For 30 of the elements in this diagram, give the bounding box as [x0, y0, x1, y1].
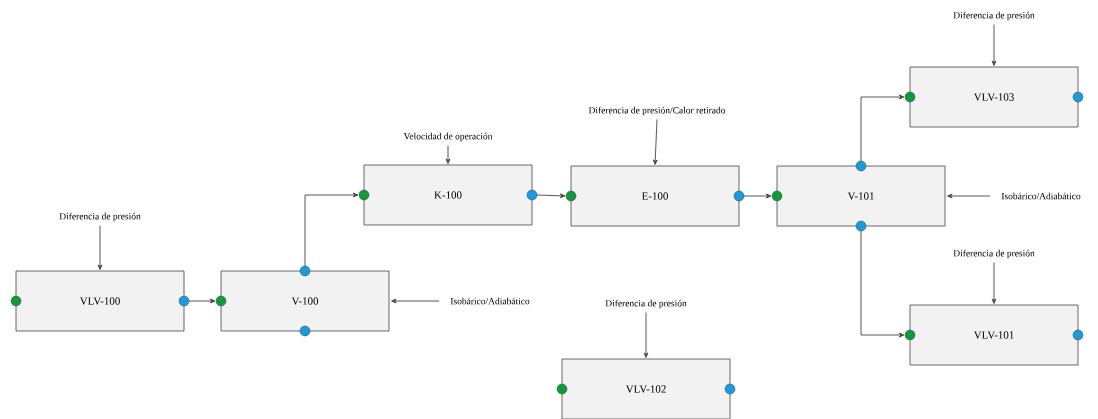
unit-box: E-100 — [565, 165, 745, 227]
annotation-text: Velocidad de operación — [403, 132, 493, 142]
arrow — [391, 298, 440, 304]
arrow — [97, 225, 103, 270]
unit-box: V-100 — [215, 265, 390, 337]
annotation-text: Isobárico/Adiabático — [450, 297, 530, 305]
arrow — [652, 119, 658, 165]
arrow — [991, 262, 997, 304]
unit-box: VLV-101 — [904, 304, 1084, 366]
annotation-text: Diferencia de presión/Calor retirado — [588, 106, 726, 116]
unit-box: V-101 — [771, 160, 946, 232]
unit-box: K-100 — [358, 164, 538, 226]
arrow — [304, 192, 359, 267]
annotation-text: Isobárico/Adiabático — [1001, 192, 1081, 200]
unit-box: VLV-100 — [10, 270, 190, 332]
arrow — [991, 24, 997, 66]
arrow — [743, 193, 772, 199]
unit-box: VLV-103 — [904, 66, 1084, 128]
arrow — [947, 193, 991, 199]
annotation-text: Diferencia de presión — [953, 11, 1035, 21]
annotation-text: Diferencia de presión — [953, 249, 1035, 259]
unit-box: VLV-102 — [556, 358, 736, 419]
arrow — [860, 94, 905, 162]
arrow — [536, 193, 566, 199]
arrow — [643, 312, 649, 358]
arrow — [188, 298, 216, 304]
annotation-text: Diferencia de presión — [605, 299, 687, 309]
arrow — [860, 230, 905, 338]
arrow — [445, 145, 451, 164]
annotation-text: Diferencia de presión — [59, 212, 141, 222]
